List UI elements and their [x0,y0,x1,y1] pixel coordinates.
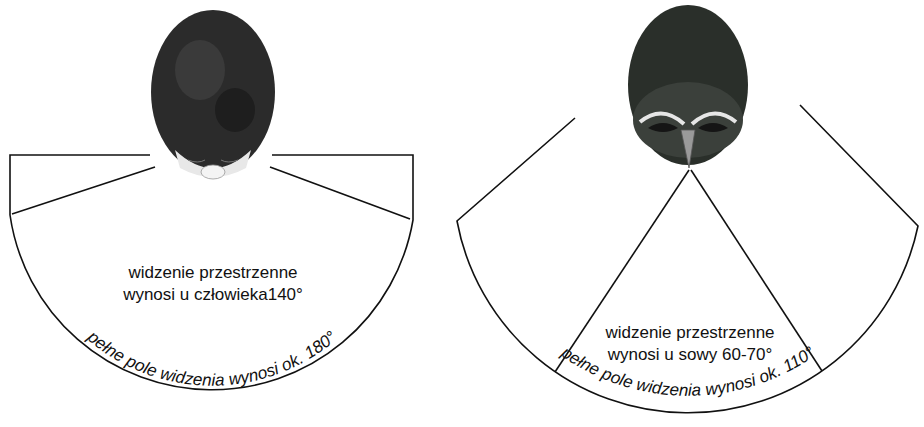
human-stereo-line [12,167,155,214]
field-label: pełne pole widzenia wynosi ok. 180° [83,327,340,390]
human-head [151,10,275,179]
stereo-label: widzenie przestrzenne wynosi u sowy 60-7… [585,322,795,366]
stereo-label: widzenie przestrzenne wynosi u człowieka… [108,262,318,306]
svg-text:pełne pole widzenia wynosi ok.: pełne pole widzenia wynosi ok. 180° [83,327,340,390]
human-view-sector [10,155,413,390]
owl-head [628,5,748,168]
human-stereo-line [270,167,410,219]
owl-view-sector [457,105,918,413]
